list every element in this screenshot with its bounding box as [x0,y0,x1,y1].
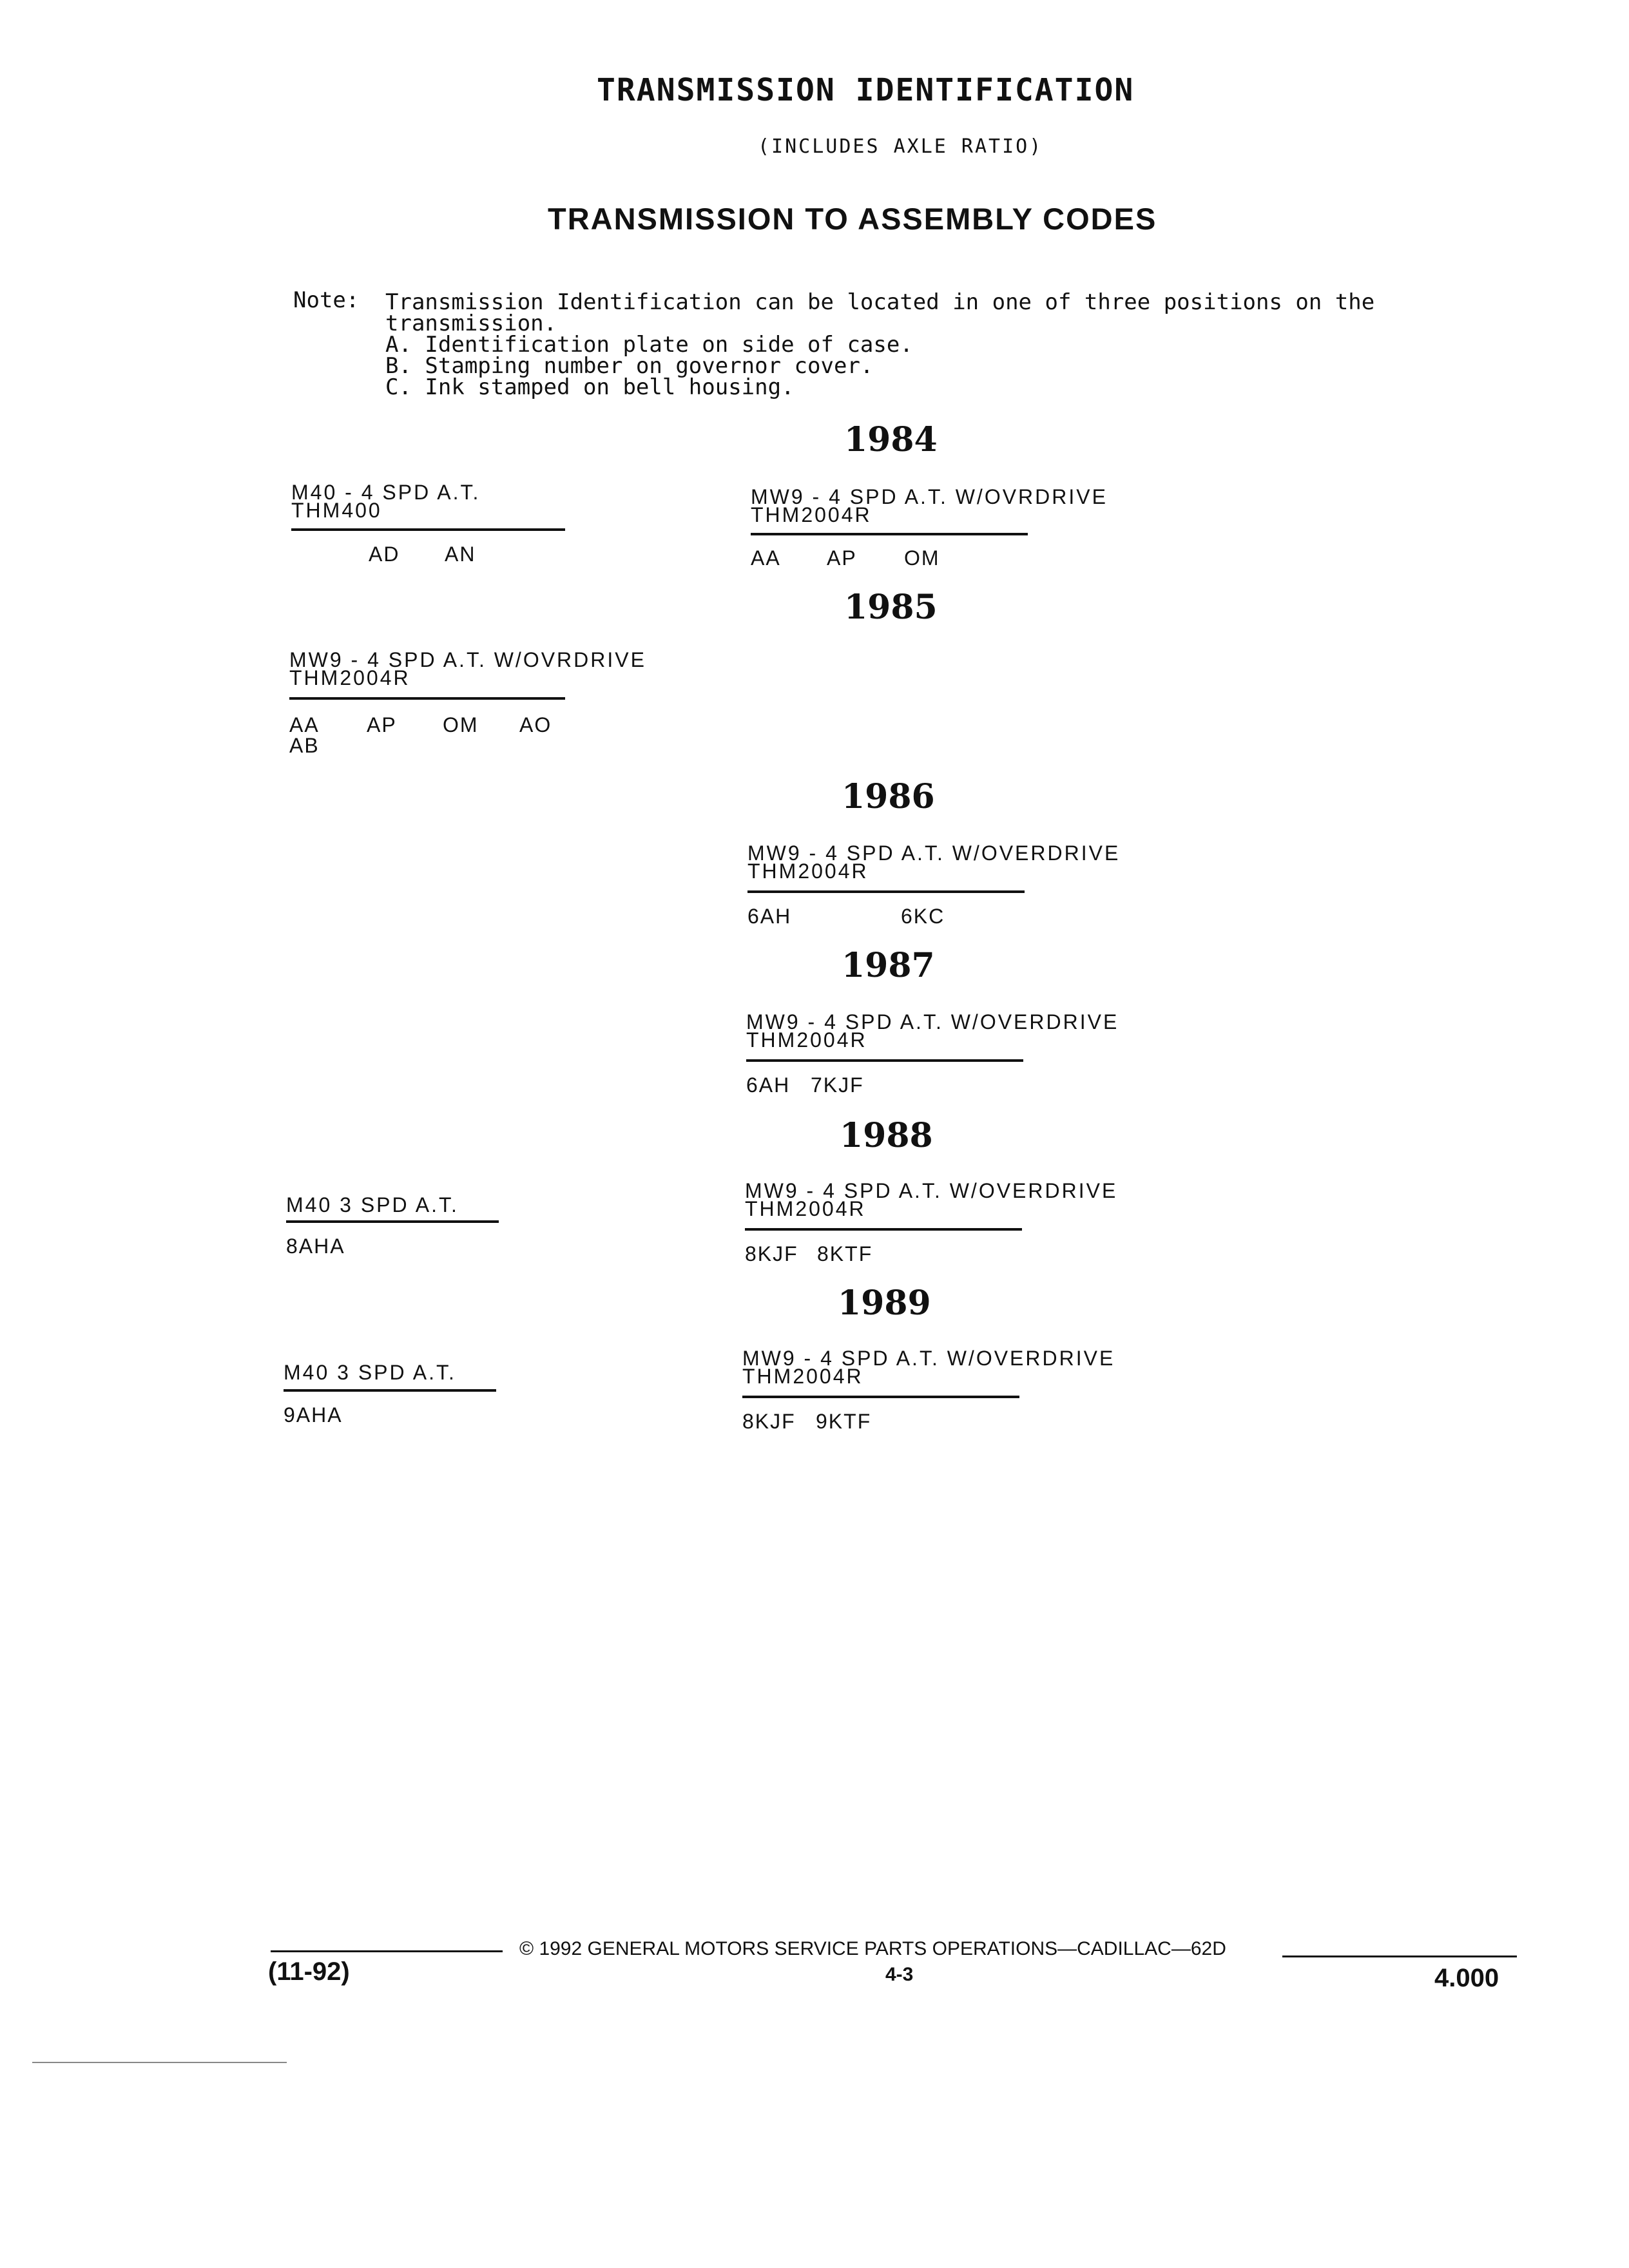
footer-rule-left [271,1950,503,1952]
entry-code: AP [367,713,397,736]
year-heading-1988: 1988 [840,1116,933,1155]
footer-page-number: 4-3 [885,1964,914,1985]
entry-transmission: THM2004R [742,1365,863,1388]
page-title: TRANSMISSION IDENTIFICATION [597,72,1135,108]
entry-transmission: THM2004R [751,503,872,526]
entry-code: 8KJF [745,1242,798,1265]
note-item-b: B. Stamping number on governor cover. [385,353,874,379]
entry-code: 6AH [747,905,792,928]
year-heading-1989: 1989 [838,1283,931,1323]
footer-copyright: © 1992 GENERAL MOTORS SERVICE PARTS OPER… [519,1938,1226,1959]
entry-code: OM [443,713,479,736]
footer-doc-number: 4.000 [1434,1964,1499,1992]
entry-underline [291,528,565,531]
entry-code: 6KC [901,905,945,928]
note-line-2: transmission. [385,311,557,336]
entry-code: AP [827,546,857,570]
entry-underline [742,1396,1019,1398]
entry-transmission: THM2004R [747,860,869,883]
entry-model: MW9 - 4 SPD A.T. W/OVERDRIVE [745,1179,1118,1202]
entry-underline [289,697,565,700]
year-heading-1987: 1987 [842,946,935,985]
entry-code: AO [519,713,552,736]
entry-code: 9KTF [816,1410,872,1433]
note-line-1: Transmission Identification can be locat… [385,289,1375,315]
entry-code: 8KJF [742,1410,796,1433]
note-item-a: A. Identification plate on side of case. [385,332,913,358]
entry-underline [286,1220,499,1223]
footer-rule-right [1282,1956,1517,1957]
entry-code: OM [904,546,940,570]
entry-model: MW9 - 4 SPD A.T. W/OVERDRIVE [747,841,1121,865]
entry-code: AB [289,734,320,757]
entry-code: AA [751,546,781,570]
entry-transmission: THM2004R [289,666,410,689]
year-heading-1984: 1984 [844,420,938,459]
scan-artifact-line [32,2062,287,2063]
entry-code: AD [369,543,400,566]
entry-code: 8AHA [286,1235,345,1258]
entry-transmission: THM400 [291,499,382,522]
entry-model: MW9 - 4 SPD A.T. W/OVRDRIVE [751,485,1108,508]
entry-code: 9AHA [284,1403,343,1427]
note-item-c: C. Ink stamped on bell housing. [385,374,795,400]
entry-model: M40 3 SPD A.T. [284,1361,456,1384]
entry-transmission: THM2004R [746,1028,867,1052]
page-subtitle: (INCLUDES AXLE RATIO) [758,135,1043,158]
footer-date: (11-92) [268,1957,350,1986]
year-heading-1986: 1986 [842,777,935,816]
note-label: Note: [293,287,360,313]
entry-model: M40 - 4 SPD A.T. [291,481,481,504]
entry-model: MW9 - 4 SPD A.T. W/OVRDRIVE [289,648,646,671]
entry-model: M40 3 SPD A.T. [286,1193,459,1216]
entry-transmission: THM2004R [745,1197,866,1220]
entry-underline [745,1228,1022,1231]
entry-code: 7KJF [811,1073,864,1097]
year-heading-1985: 1985 [844,588,938,627]
entry-code: 8KTF [817,1242,873,1265]
entry-code: AN [445,543,476,566]
entry-underline [284,1389,496,1392]
entry-code: 6AH [746,1073,791,1097]
entry-model: MW9 - 4 SPD A.T. W/OVERDRIVE [746,1010,1119,1033]
entry-code: AA [289,713,320,736]
entry-model: MW9 - 4 SPD A.T. W/OVERDRIVE [742,1347,1115,1370]
entry-underline [747,890,1025,893]
entry-underline [751,533,1028,535]
entry-underline [746,1059,1023,1062]
section-title: TRANSMISSION TO ASSEMBLY CODES [548,202,1157,236]
